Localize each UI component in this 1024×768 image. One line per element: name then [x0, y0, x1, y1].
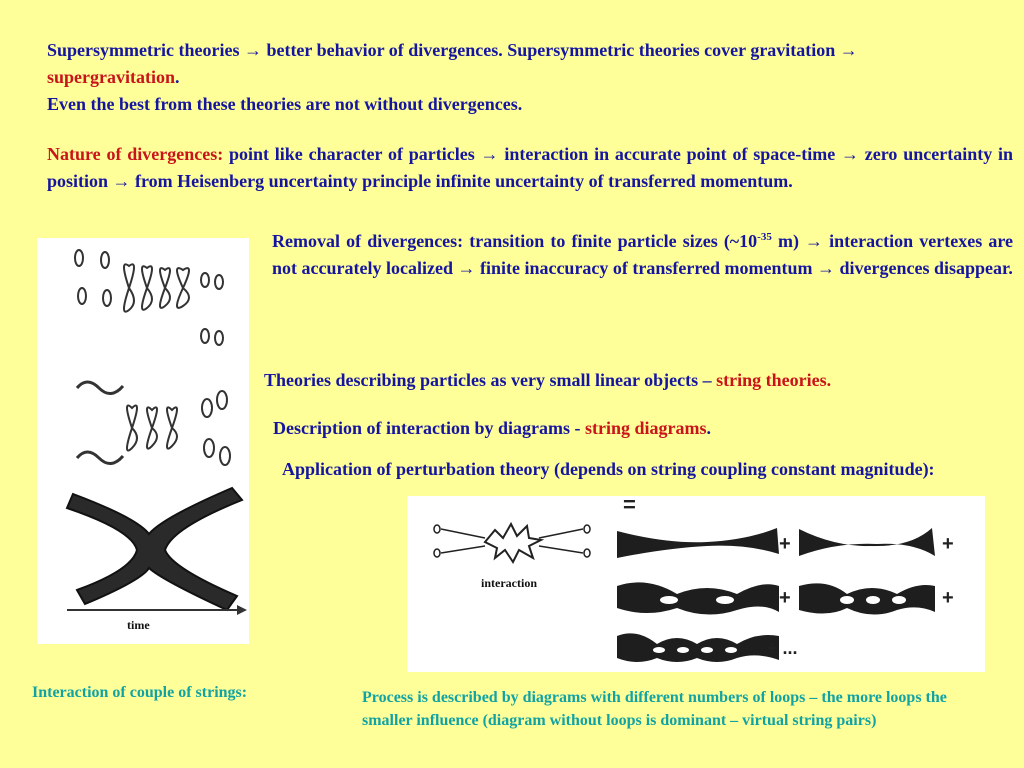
- p6-text: Application of perturbation theory (depe…: [282, 459, 935, 479]
- caption-right: Process is described by diagrams with di…: [362, 689, 947, 729]
- string-interaction-drawing: [65, 249, 247, 615]
- time-label: time: [127, 618, 150, 632]
- ellipsis-term: + ...: [767, 638, 798, 658]
- string-diagrams-figure: = + + + + interaction + ...: [407, 492, 985, 672]
- interaction-label: interaction: [481, 576, 537, 590]
- p1-end: .: [175, 67, 180, 87]
- p1-text: Supersymmetric theories → better behavio…: [47, 40, 858, 60]
- paragraph-string-diagrams: Description of interaction by diagrams -…: [273, 415, 1013, 442]
- paragraph-string-theories: Theories describing particles as very sm…: [264, 367, 1014, 394]
- paragraph-nature-of-divergences: Nature of divergences: point like charac…: [47, 141, 1013, 195]
- caption-left: Interaction of couple of strings:: [32, 684, 248, 701]
- string-interaction-figure: time: [37, 238, 249, 644]
- p5-highlight: string diagrams: [584, 418, 707, 438]
- plus-sign: +: [942, 587, 954, 609]
- p5-end: .: [706, 418, 711, 438]
- paragraph-supersymmetry: Supersymmetric theories → better behavio…: [47, 37, 987, 118]
- string-diagrams-drawing: = + + + +: [433, 492, 954, 662]
- p5-text: Description of interaction by diagrams -: [273, 418, 585, 438]
- p3-exponent: -35: [757, 231, 772, 243]
- p4-highlight: string theories.: [716, 370, 832, 390]
- p1-line2: Even the best from these theories are no…: [47, 94, 523, 114]
- plus-sign: +: [779, 533, 791, 555]
- plus-sign: +: [942, 533, 954, 555]
- paragraph-perturbation: Application of perturbation theory (depe…: [282, 456, 992, 483]
- p2-label: Nature of divergences:: [47, 144, 224, 164]
- p3-text-a: Removal of divergences: transition to fi…: [272, 231, 758, 251]
- p4-text: Theories describing particles as very sm…: [264, 370, 717, 390]
- plus-sign: +: [779, 587, 791, 609]
- p3-text-b: m) → interaction vertexes are not accura…: [272, 231, 1013, 278]
- paragraph-removal-of-divergences: Removal of divergences: transition to fi…: [272, 228, 1013, 282]
- p1-highlight: supergravitation: [47, 67, 175, 87]
- p2-text: point like character of particles → inte…: [47, 144, 1013, 191]
- equals-sign: =: [623, 496, 636, 517]
